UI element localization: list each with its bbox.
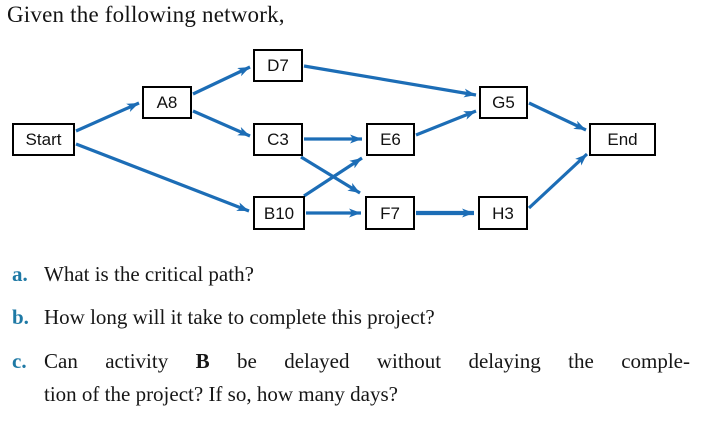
edge-B10-E6 — [303, 156, 363, 198]
node-start: Start — [12, 123, 75, 156]
question-c-text-post: be delayed without delaying the comple- — [209, 349, 690, 373]
node-h3: H3 — [478, 196, 528, 230]
node-d7: D7 — [253, 49, 303, 82]
edges-layer — [75, 64, 589, 218]
question-b-text: How long will it take to complete this p… — [44, 305, 435, 329]
network-svg — [75, 64, 589, 218]
question-c-text-pre: Can activity — [44, 349, 196, 373]
question-c-line2: tion of the project? If so, how many day… — [44, 382, 398, 406]
question-b-letter: b. — [12, 305, 29, 329]
page-title: Given the following network, — [7, 2, 285, 27]
question-a-letter: a. — [12, 262, 28, 286]
question-c-letter: c. — [12, 349, 27, 373]
edge-A8-D7 — [192, 65, 251, 96]
node-g5: G5 — [479, 86, 528, 119]
node-a8: A8 — [142, 86, 192, 119]
question-c-line1: c. Can activity B be delayed without dela… — [12, 349, 690, 374]
node-end: End — [589, 123, 656, 156]
question-c-activity-b: B — [195, 349, 210, 373]
edge-D7-G5 — [303, 64, 477, 98]
node-f7: F7 — [365, 196, 415, 230]
edge-A8-C3 — [192, 109, 251, 138]
edge-H3-End — [527, 152, 589, 210]
question-a: a. What is the critical path? — [12, 262, 254, 287]
node-b10: B10 — [253, 196, 305, 230]
node-e6: E6 — [366, 123, 415, 156]
question-b: b. How long will it take to complete this… — [12, 305, 435, 330]
edge-Start-B10 — [75, 142, 250, 213]
edge-C3-F7 — [300, 155, 361, 195]
question-a-text: What is the critical path? — [44, 262, 254, 286]
node-c3: C3 — [253, 123, 303, 156]
edge-Start-A8 — [75, 101, 140, 133]
edge-G5-End — [528, 101, 587, 132]
edge-E6-G5 — [415, 109, 477, 137]
